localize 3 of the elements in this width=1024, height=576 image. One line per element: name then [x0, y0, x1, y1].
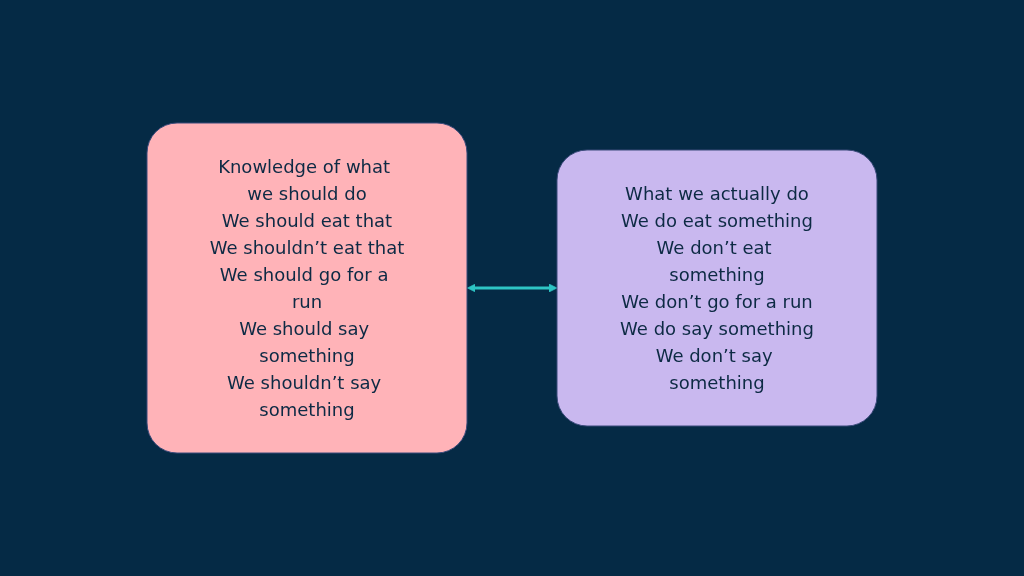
node-box: What we actually do We do eat something We don’t eat something We don’t go for a run We do say something We don’t say something — [556, 149, 878, 427]
node-box: Knowledge of what we should do We should eat that We shouldn’t eat that We should go for a run We should say something We shouldn’t say something — [146, 122, 468, 454]
arrow — [467, 283, 558, 293]
